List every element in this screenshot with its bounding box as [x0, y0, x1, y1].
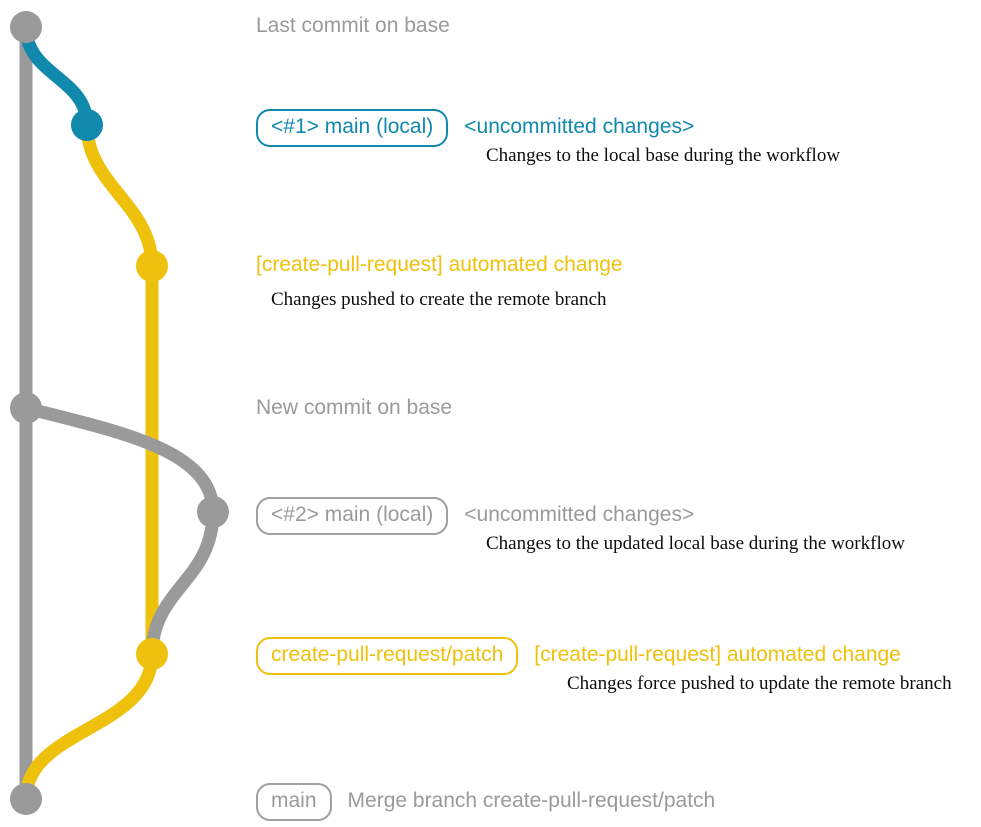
commit-node-local-change-2[interactable] [197, 496, 229, 528]
commit-row-last-commit-on-base: Last commit on base [256, 14, 450, 38]
commit-row-merge-commit: main Merge branch create-pull-request/pa… [256, 783, 715, 821]
commit-title: [create-pull-request] automated change [534, 643, 901, 666]
edge-base-branch-2 [19, 401, 220, 519]
commit-description-local-change-2: Changes to the updated local base during… [486, 533, 905, 554]
commit-node-local-change-1[interactable] [71, 109, 103, 141]
commit-description-remote-change-1: Changes pushed to create the remote bran… [271, 289, 607, 310]
commit-row-new-commit-on-base: New commit on base [256, 396, 452, 420]
ref-tag-main-local-1[interactable]: <#1> main (local) [256, 109, 449, 147]
commit-description-local-change-1: Changes to the local base during the wor… [486, 145, 841, 166]
commit-title: Merge branch create-pull-request/patch [347, 789, 716, 812]
commit-node-new-commit-on-base[interactable] [10, 392, 42, 424]
edge-merge-into-remote [145, 505, 220, 661]
ref-tag-main[interactable]: main [256, 783, 332, 821]
commit-node-remote-change-1[interactable] [136, 250, 168, 282]
commit-row-local-change-1: <#1> main (local) <uncommitted changes> [256, 109, 694, 147]
ref-tag-main-local-2[interactable]: <#2> main (local) [256, 497, 449, 535]
commit-title: <uncommitted changes> [464, 115, 695, 138]
commit-title: [create-pull-request] automated change [256, 253, 623, 276]
commit-node-remote-change-2[interactable] [136, 638, 168, 670]
commit-row-local-change-2: <#2> main (local) <uncommitted changes> [256, 497, 694, 535]
commit-node-last-commit-on-base[interactable] [10, 11, 42, 43]
edge-merge-into-base [19, 647, 159, 806]
edge-local-branch-1 [19, 20, 94, 132]
commit-node-merge-commit[interactable] [10, 783, 42, 815]
commit-title: Last commit on base [256, 14, 450, 37]
commit-row-remote-change-2: create-pull-request/patch [create-pull-r… [256, 637, 901, 675]
commit-row-remote-change-1: [create-pull-request] automated change [256, 253, 623, 277]
edge-remote-branch-1 [80, 118, 159, 273]
ref-tag-create-pull-request-patch[interactable]: create-pull-request/patch [256, 637, 519, 675]
commit-description-remote-change-2: Changes force pushed to update the remot… [567, 673, 952, 694]
commit-title: <uncommitted changes> [464, 503, 695, 526]
commit-title: New commit on base [256, 396, 453, 419]
